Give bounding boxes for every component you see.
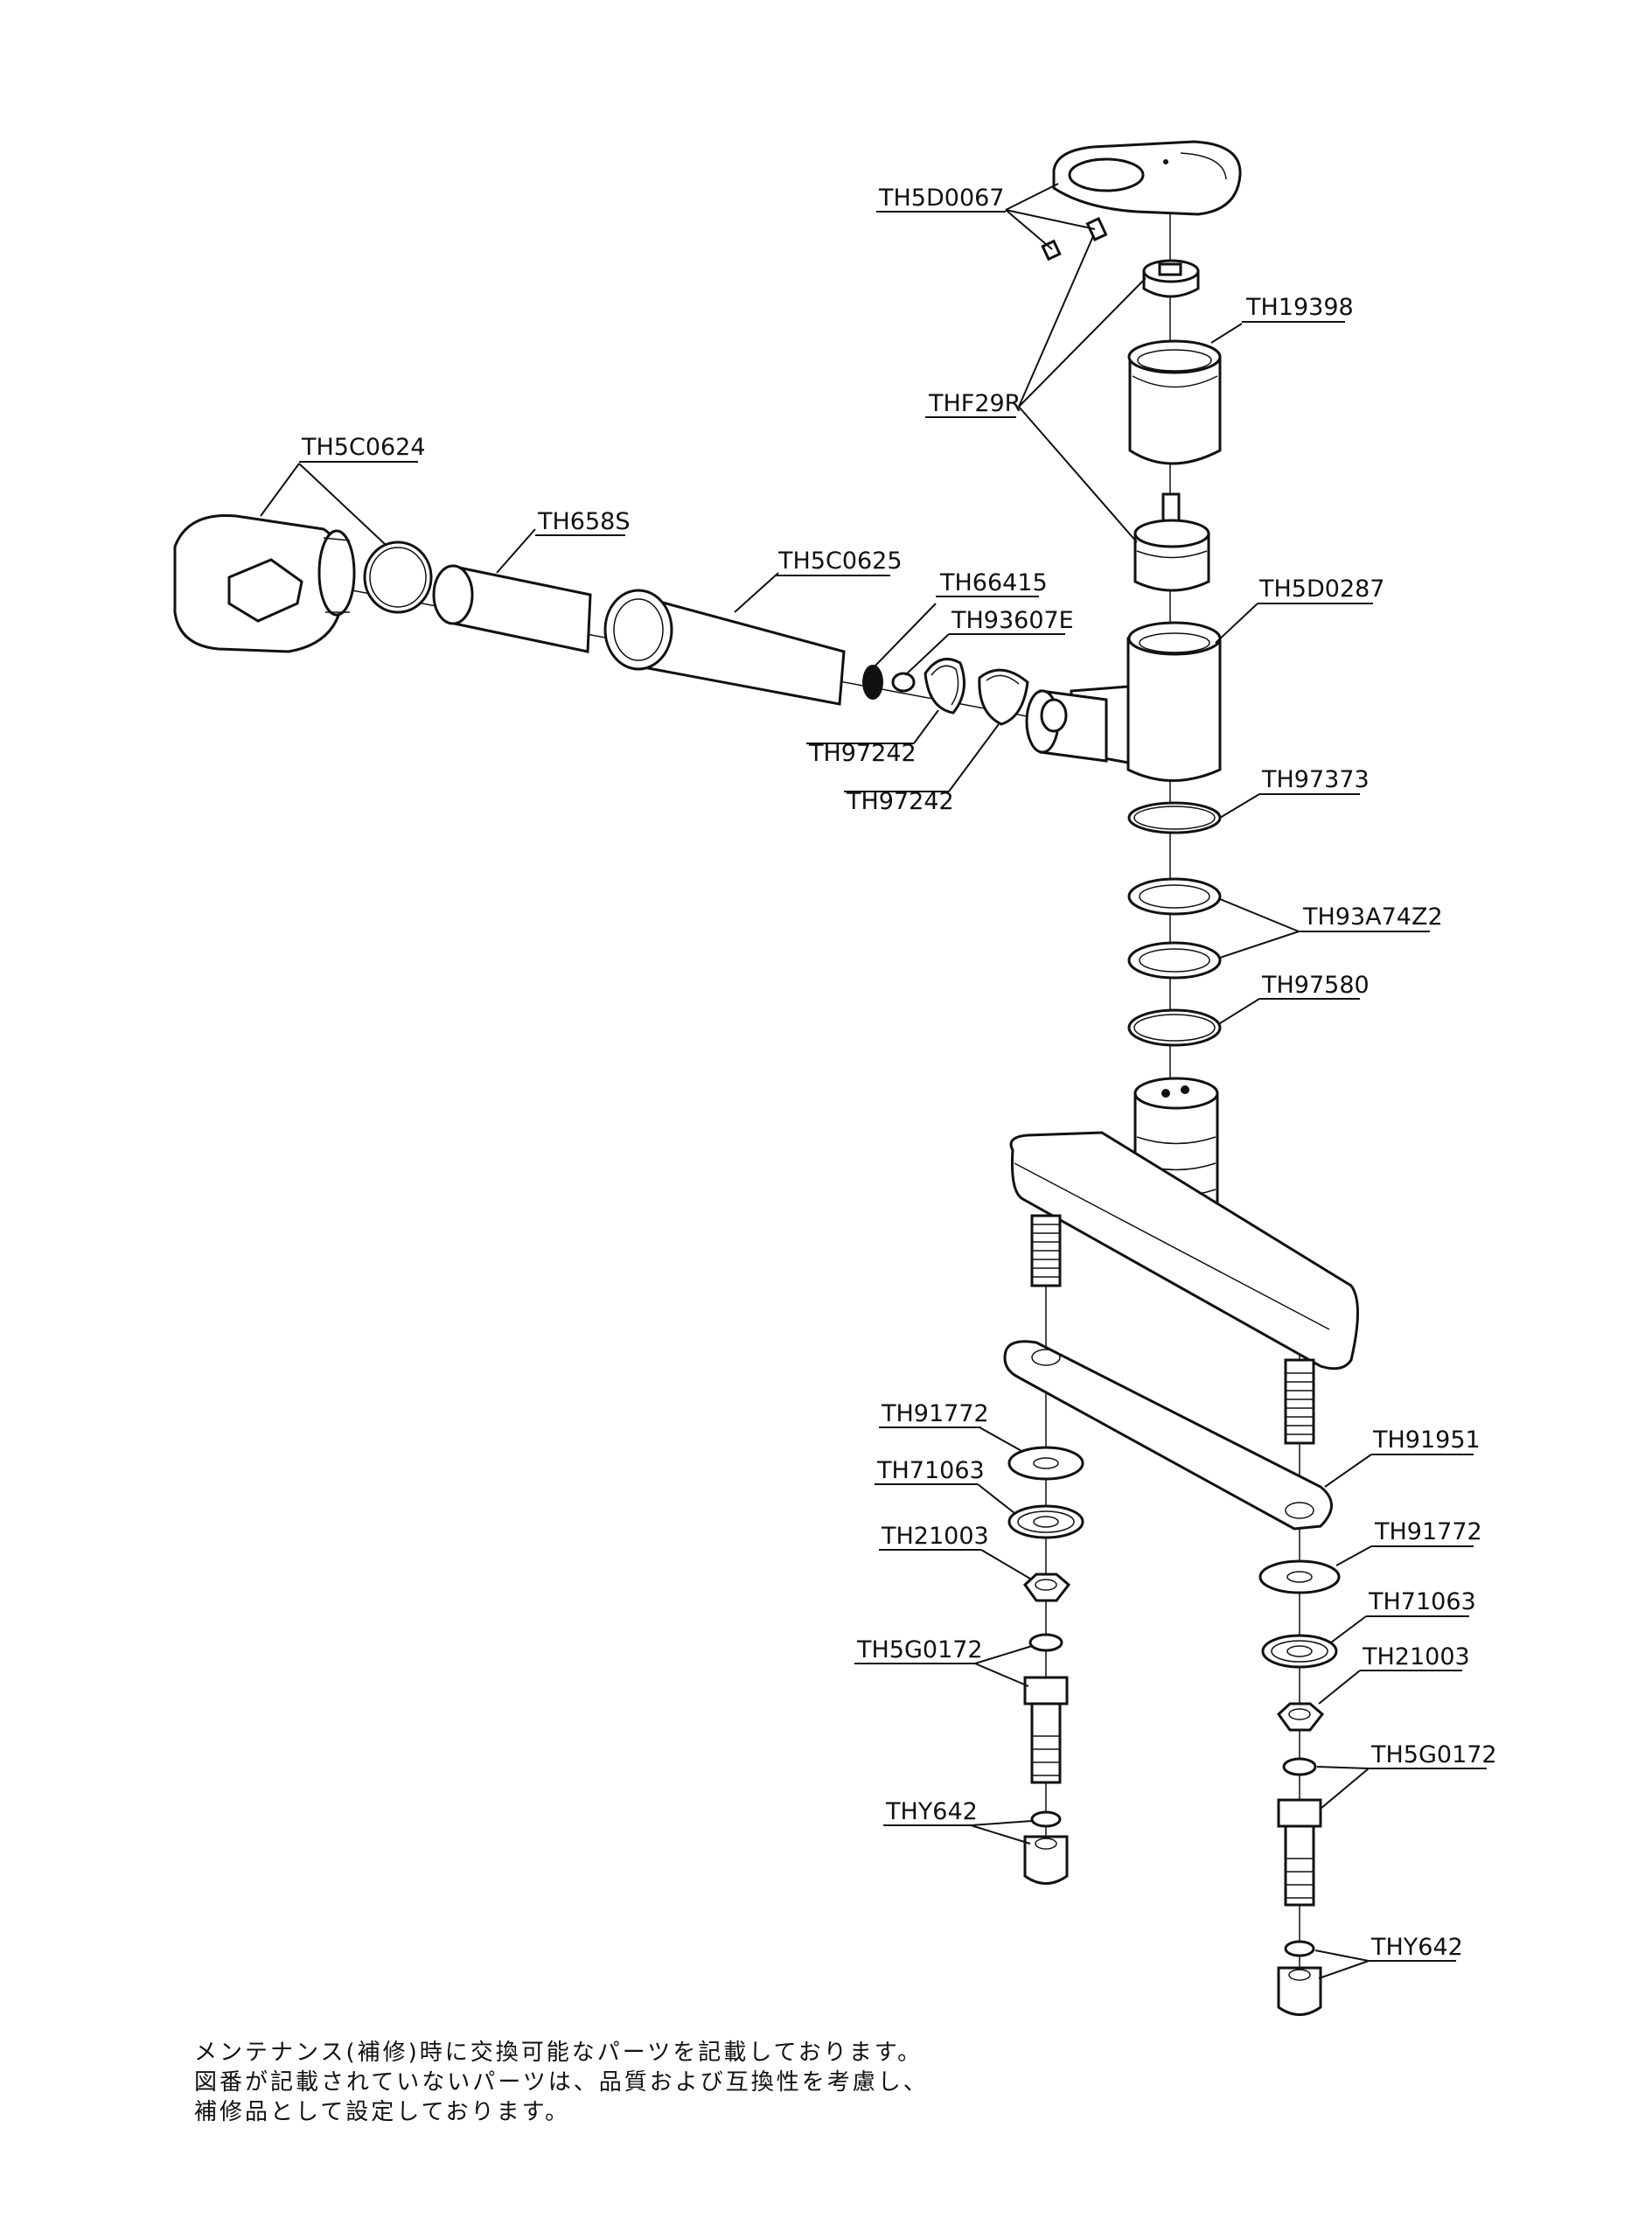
ring-th93a74z2-upper-part [1127, 877, 1222, 916]
hose-pipe-part [432, 564, 592, 653]
left-shank-part [1030, 1214, 1062, 1287]
label-th71063-left: TH71063 [875, 1457, 985, 1485]
svg-text:TH658S: TH658S [537, 508, 630, 535]
label-th97242-b: TH97242 [844, 788, 954, 815]
svg-text:TH5D0067: TH5D0067 [878, 185, 1004, 212]
spout-gasket-a-part [924, 658, 965, 715]
left-cone-washer-part [1030, 1810, 1062, 1828]
strainer-part [862, 665, 883, 700]
label-th5d0067: TH5D0067 [876, 185, 1006, 213]
svg-text:TH97373: TH97373 [1261, 766, 1370, 793]
svg-text:TH97242: TH97242 [808, 740, 917, 767]
svg-text:TH91951: TH91951 [1372, 1426, 1481, 1454]
spout-tube-part [603, 589, 846, 706]
spout-connector-part [1025, 689, 1108, 763]
svg-text:TH5C0625: TH5C0625 [777, 548, 903, 575]
svg-text:TH5G0172: TH5G0172 [1370, 1741, 1497, 1768]
note-line-2: 図番が記載されていないパーツは、品質および互換性を考慮し、 [194, 2069, 929, 2096]
maintenance-note: メンテナンス(補修)時に交換可能なパーツを記載しております。 図番が記載されてい… [194, 2038, 981, 2127]
label-th5d0287: TH5D0287 [1258, 575, 1384, 604]
right-connector-part [1277, 1798, 1322, 1907]
label-thy642-right: THY642 [1369, 1934, 1463, 1962]
base-gasket-part [1003, 1340, 1333, 1531]
label-th21003-left: TH21003 [879, 1523, 989, 1551]
svg-text:TH91772: TH91772 [881, 1400, 989, 1427]
cartridge-part [1133, 492, 1210, 592]
base-deck-part [1009, 1131, 1359, 1371]
spout-oring-part [363, 541, 433, 614]
right-cap-nut-part [1277, 1966, 1322, 2016]
spray-head-part [173, 513, 356, 653]
svg-text:TH19398: TH19398 [1245, 294, 1354, 321]
label-th97373: TH97373 [1259, 766, 1370, 795]
left-cap-nut-part [1023, 1835, 1069, 1885]
svg-text:TH71063: TH71063 [1368, 1588, 1476, 1615]
label-th658s: TH658S [535, 508, 630, 536]
ring-th97373-part [1127, 801, 1222, 834]
right-shank-part [1284, 1358, 1315, 1445]
svg-text:TH5D0287: TH5D0287 [1258, 575, 1384, 603]
label-thy642-left: THY642 [883, 1798, 978, 1826]
cartridge-cap-part [1142, 259, 1200, 298]
label-th19398: TH19398 [1242, 294, 1354, 323]
right-small-ring-part [1282, 1757, 1317, 1776]
label-th5c0624: TH5C0624 [299, 434, 426, 463]
svg-text:TH93607E: TH93607E [951, 607, 1074, 634]
svg-text:TH97242: TH97242 [846, 788, 954, 815]
right-lock-washer-part [1261, 1634, 1338, 1669]
svg-text:TH71063: TH71063 [876, 1457, 985, 1484]
svg-text:TH5C0624: TH5C0624 [301, 434, 426, 461]
svg-text:TH5G0172: TH5G0172 [856, 1636, 983, 1664]
label-th91772-right: TH91772 [1371, 1518, 1482, 1547]
label-th21003-right: TH21003 [1360, 1643, 1470, 1671]
svg-text:TH21003: TH21003 [881, 1523, 989, 1550]
left-small-ring-part [1028, 1633, 1063, 1652]
left-connector-part [1023, 1676, 1069, 1784]
cover-sleeve-part [1127, 339, 1222, 465]
label-th5c0625: TH5C0625 [777, 548, 903, 576]
svg-text:TH97580: TH97580 [1261, 972, 1370, 999]
note-line-3: 補修品として設定しております。 [194, 2099, 571, 2125]
leader-lines [260, 183, 1372, 1979]
label-thf29r: THF29R [925, 390, 1021, 418]
ring-th93a74z2-lower-part [1127, 941, 1222, 980]
svg-text:TH21003: TH21003 [1362, 1643, 1470, 1671]
right-cone-washer-part [1284, 1940, 1315, 1957]
spout-gasket-b-part [978, 668, 1029, 726]
svg-text:THY642: THY642 [1370, 1934, 1463, 1961]
ring-th97580-part [1127, 1008, 1222, 1047]
label-th93a74z2: TH93A74Z2 [1299, 903, 1443, 932]
lever-handle-part [1052, 140, 1242, 216]
svg-text:TH91772: TH91772 [1374, 1518, 1482, 1545]
label-th97580: TH97580 [1259, 972, 1370, 1000]
label-th66415: TH66415 [936, 569, 1048, 597]
left-lock-washer-part [1007, 1504, 1084, 1539]
label-th71063-right: TH71063 [1366, 1588, 1476, 1617]
label-th93607e: TH93607E [949, 607, 1074, 635]
left-hex-nut-part [1023, 1573, 1071, 1602]
svg-text:TH66415: TH66415 [939, 569, 1048, 596]
left-washer-part [1007, 1446, 1084, 1481]
svg-text:THY642: THY642 [885, 1798, 978, 1825]
right-washer-part [1258, 1559, 1341, 1594]
right-hex-nut-part [1277, 1702, 1325, 1732]
svg-text:TH93A74Z2: TH93A74Z2 [1302, 903, 1443, 931]
label-th5g0172-right: TH5G0172 [1369, 1741, 1497, 1769]
note-line-1: メンテナンス(補修)時に交換可能なパーツを記載しております。 [194, 2040, 924, 2066]
label-th91951: TH91951 [1371, 1426, 1481, 1455]
label-th97242-a: TH97242 [806, 740, 917, 767]
label-th5g0172-left: TH5G0172 [854, 1636, 983, 1664]
label-th91772-left: TH91772 [879, 1400, 989, 1428]
svg-text:THF29R: THF29R [928, 390, 1021, 417]
spout-small-washer-part [891, 672, 916, 693]
